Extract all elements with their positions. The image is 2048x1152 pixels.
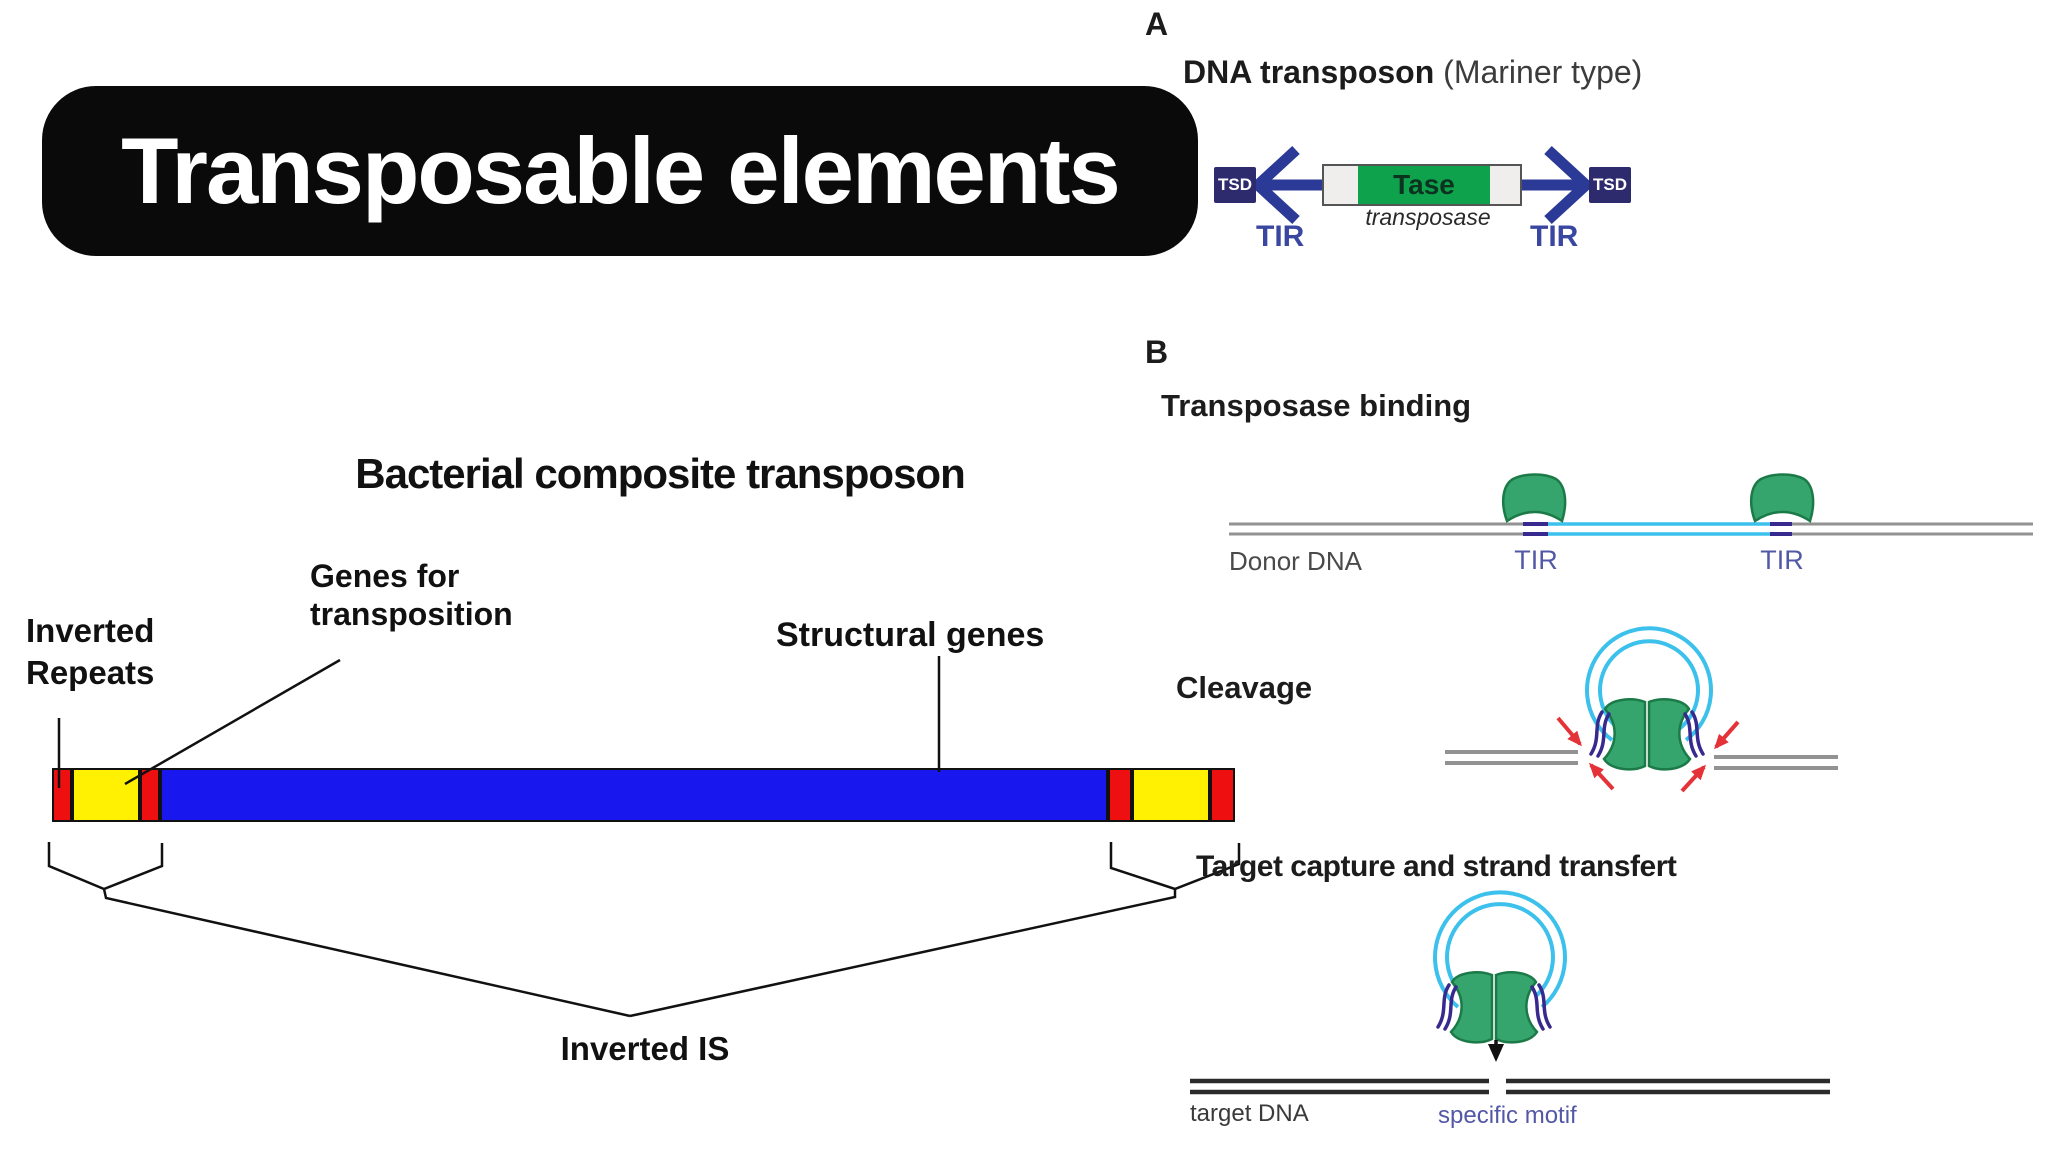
transposition-genes-segment [1132,768,1210,822]
inverted-repeat-segment [1210,768,1235,822]
composite-heading: Bacterial composite transposon [355,450,966,497]
transposase-gene-box: Tase [1322,164,1522,206]
inverted-is-label: Inverted IS [560,1030,730,1067]
tir-arrow-left [1249,145,1322,225]
tir-label-donor-right: TIR [1760,545,1804,575]
transposase-sublabel: transposase [1365,204,1491,230]
inverted-repeat-segment [140,768,160,822]
transposase-protein [1501,473,1567,523]
panel-a-label: A [1145,6,1169,42]
inverted-repeat-segment [1108,768,1132,822]
tsd-box-right: TSD [1589,167,1631,203]
genes-for-transposition-label: Genes for [310,558,460,594]
transposase-protein [1749,473,1815,523]
panel-a-heading-note: (Mariner type) [1434,54,1643,90]
inverted-repeats-label: Repeats [26,654,155,691]
step-target-capture-title: Target capture and strand transfert [1196,850,1677,883]
tir-arrow-right [1522,145,1595,225]
transposition-genes-segment [72,768,140,822]
step-transposase-binding-title: Transposase binding [1161,388,1472,423]
donor-dna-label: Donor DNA [1229,546,1362,576]
panel-a-heading: DNA transposon (Mariner type) [1183,54,1642,91]
step-cleavage-title: Cleavage [1176,670,1313,705]
cleavage-diagram [1445,626,1838,793]
tir-label-left: TIR [1256,220,1305,253]
composite-bar [52,768,1235,822]
specific-motif-label: specific motif [1438,1102,1577,1129]
tir-label-right: TIR [1530,220,1579,253]
tsd-box-left: TSD [1214,167,1256,203]
title-banner: Transposable elements [42,86,1198,256]
inverted-repeat-segment [52,768,72,822]
inverted-repeats-label: Inverted [26,612,155,649]
panel-b-label: B [1145,334,1169,370]
page-title: Transposable elements [121,118,1121,223]
tir-label-donor-left: TIR [1514,545,1558,575]
donor-dna [1229,522,2033,536]
panel-a-heading-main: DNA transposon [1183,54,1435,90]
structural-genes-segment [160,768,1108,822]
tase-gene-label: Tase [1358,166,1490,204]
genes-for-transposition-label: transposition [310,596,513,632]
target-capture-diagram [1190,890,1830,1095]
inverted-is-brackets [47,842,1241,1018]
target-dna-label: target DNA [1190,1100,1309,1127]
structural-genes-label: Structural genes [776,616,1045,654]
